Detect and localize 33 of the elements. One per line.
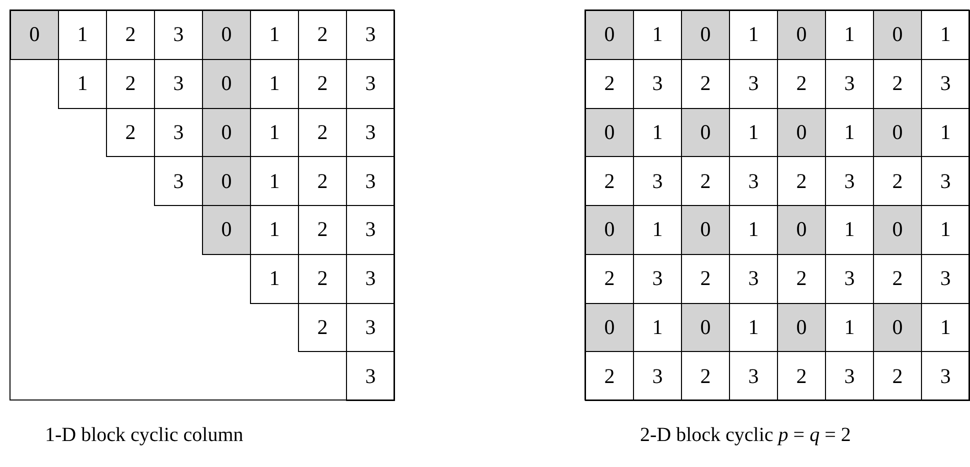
table-cell: 0: [10, 10, 59, 60]
table-cell: 1: [58, 58, 107, 108]
table-cell: 2: [298, 302, 347, 352]
table-cell: 0: [873, 302, 922, 352]
table-cell: 0: [873, 10, 922, 60]
table-cell: 0: [777, 108, 826, 158]
table-cell: 0: [681, 10, 730, 60]
table-cell: 3: [921, 351, 970, 401]
table-cell: 0: [873, 108, 922, 158]
table-cell: 2: [106, 108, 155, 158]
table-cell: 0: [585, 302, 634, 352]
table-cell: 0: [202, 108, 251, 158]
table-cell: 0: [202, 156, 251, 206]
table-cell: 1: [250, 254, 299, 304]
caption: 1-D block cyclic column: [45, 424, 244, 447]
table-cell: 1: [921, 10, 970, 60]
table-cell: 0: [777, 10, 826, 60]
table-cell: 0: [202, 58, 251, 108]
table-cell: 0: [585, 10, 634, 60]
table-cell: 3: [346, 10, 395, 60]
table-cell: 0: [681, 302, 730, 352]
table-cell: 3: [346, 351, 395, 401]
table-cell: 0: [873, 205, 922, 255]
table-cell: 0: [681, 205, 730, 255]
table-cell: 0: [777, 205, 826, 255]
table-cell: 0: [202, 10, 251, 60]
table-cell: 0: [202, 205, 251, 255]
caption: 2-D block cyclic p = q = 2: [640, 424, 851, 447]
table-cell: 2: [585, 351, 634, 401]
table-cell: 0: [585, 205, 634, 255]
table-cell: 0: [585, 108, 634, 158]
table-cell: 0: [681, 108, 730, 158]
table-cell: 0: [777, 302, 826, 352]
